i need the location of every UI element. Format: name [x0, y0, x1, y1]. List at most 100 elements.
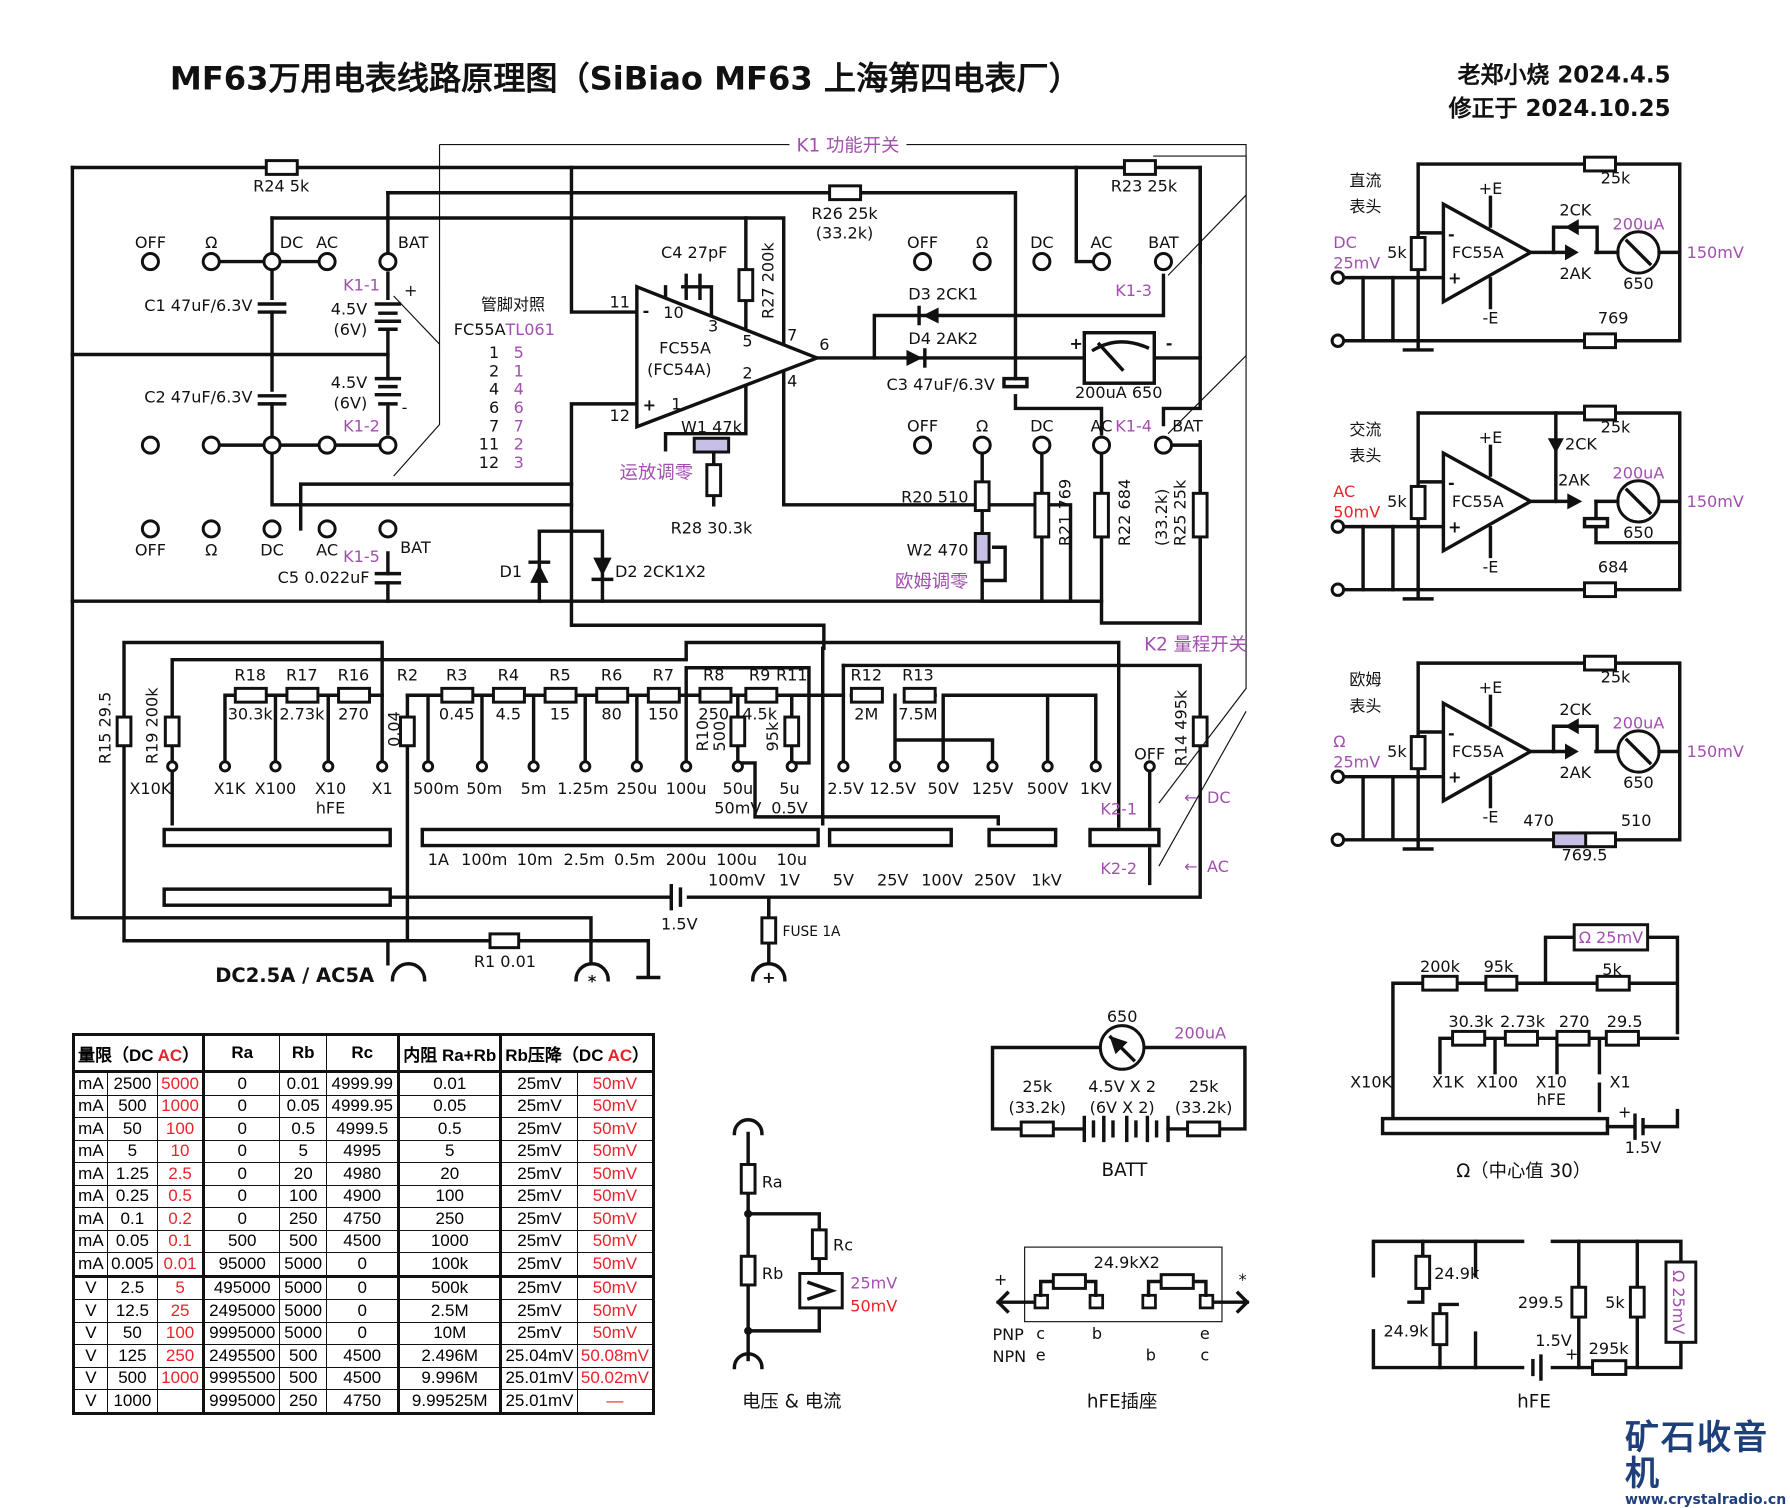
svg-text:+: +	[404, 281, 417, 300]
svg-text:(33.2k): (33.2k)	[816, 224, 874, 243]
table-cell: V	[73, 1299, 108, 1323]
box-label: Ω 25mV	[1579, 928, 1643, 947]
table-cell: 25.01mV	[499, 1366, 578, 1390]
table-cell: 5000	[156, 1071, 205, 1096]
r23-resistor	[1122, 159, 1157, 176]
ac-tap-label: 100u	[716, 850, 757, 869]
table-cell: 5	[397, 1139, 502, 1163]
range-taps[interactable]	[166, 760, 1156, 773]
resistor	[1583, 155, 1617, 173]
resistor-value: 7.5M	[898, 704, 937, 723]
svg-text:BATT: BATT	[1102, 1160, 1149, 1181]
svg-text:DC: DC	[1207, 788, 1231, 807]
input-terminal	[1330, 582, 1346, 597]
resistor-value: 30.3k	[228, 704, 274, 723]
output-label: 150mV	[1687, 742, 1744, 761]
svg-text:R2: R2	[397, 665, 418, 684]
col-drop: Rb压降（DC AC）	[499, 1034, 655, 1073]
resistor	[1431, 1312, 1449, 1347]
svg-text:4.5V: 4.5V	[331, 299, 368, 318]
table-cell: 25mV	[499, 1117, 578, 1141]
svg-text:R15 29.5: R15 29.5	[95, 692, 114, 764]
dc-tap-label: 50mV	[714, 798, 761, 817]
table-cell: 5000	[279, 1274, 328, 1300]
res-label: 684	[1598, 557, 1629, 576]
table-cell: mA	[73, 1117, 108, 1141]
plus-sign: +	[1448, 767, 1461, 786]
resistor	[1570, 1285, 1588, 1319]
svg-text:AC: AC	[1091, 416, 1113, 435]
resistor	[1604, 1029, 1640, 1047]
ac-tap-label: 0.5m	[614, 850, 655, 869]
logo: 矿石收音机 www.crystalradio.cn	[1625, 1418, 1787, 1508]
diode-label: 2CK	[1559, 700, 1591, 719]
table-cell: 25mV	[499, 1071, 578, 1096]
table-cell: 2.5	[106, 1274, 158, 1300]
pinmap-tl061: 2	[514, 435, 524, 454]
table-cell: 4980	[326, 1162, 400, 1186]
resistor-name: R17	[286, 665, 318, 684]
volt-tap-label: 12.5V	[869, 779, 916, 798]
table-cell: 20	[397, 1162, 502, 1186]
svg-text:0.04: 0.04	[384, 711, 403, 747]
resistor-value: 2.73k	[279, 704, 325, 723]
table-cell: mA	[73, 1252, 108, 1277]
svg-text:DC2.5A / AC5A: DC2.5A / AC5A	[215, 964, 374, 987]
table-cell: 5	[156, 1274, 205, 1300]
resistor-name: R13	[902, 665, 934, 684]
svg-text:Ω: Ω	[976, 416, 988, 435]
table-cell: 50mV	[576, 1299, 655, 1323]
table-cell: 0.1	[106, 1207, 158, 1231]
table-cell: 50mV	[576, 1162, 655, 1186]
svg-text:200uA: 200uA	[1174, 1023, 1226, 1042]
svg-text:(6V): (6V)	[334, 393, 368, 412]
table-cell: 500	[106, 1366, 158, 1390]
svg-text:e: e	[1036, 1346, 1046, 1365]
svg-text:-: -	[1166, 334, 1173, 353]
dc-tap-label: 250u	[616, 779, 657, 798]
input-jacks[interactable]: * +	[390, 962, 787, 991]
ac-tap-label: 250V	[974, 871, 1016, 890]
svg-text:C3 47uF/6.3V: C3 47uF/6.3V	[887, 375, 995, 394]
resistor-name: R16	[338, 665, 370, 684]
resistor	[1409, 235, 1427, 272]
svg-text:NPN: NPN	[993, 1347, 1027, 1366]
table-cell: 2.5	[156, 1162, 205, 1186]
svg-text:FC55A: FC55A	[454, 320, 506, 339]
table-cell: 95000	[202, 1252, 281, 1277]
svg-text:FUSE 1A: FUSE 1A	[783, 924, 842, 940]
range-switch-bars[interactable]	[162, 827, 1161, 907]
wire	[1624, 238, 1653, 267]
table-cell: 4500	[326, 1344, 400, 1368]
potentiometer	[1552, 831, 1588, 849]
table-cell: 4999.99	[326, 1071, 400, 1096]
svg-text:BAT: BAT	[1148, 233, 1179, 252]
svg-text:R25 25k: R25 25k	[1170, 479, 1189, 546]
table-cell: 100	[279, 1184, 328, 1208]
svg-text:DC: DC	[260, 540, 284, 559]
svg-text:12: 12	[610, 406, 630, 425]
table-cell: 100	[156, 1321, 205, 1345]
supply-minus: -E	[1482, 808, 1498, 827]
wire	[1371, 1239, 1683, 1370]
svg-text:5: 5	[742, 331, 752, 350]
sub-title: 交流	[1349, 420, 1381, 439]
wire	[1402, 661, 1446, 851]
input-terminal	[1330, 270, 1346, 285]
table-cell: 25.01mV	[499, 1389, 578, 1414]
pinmap-fc55a: 11	[479, 435, 499, 454]
table-cell: 50	[106, 1321, 158, 1345]
table-cell: 0	[202, 1207, 281, 1231]
pinmap-fc55a: 1	[489, 343, 499, 362]
label: 24.9k	[1383, 1322, 1429, 1341]
svg-text:管脚对照: 管脚对照	[481, 295, 545, 314]
pinmap-tl061: 3	[514, 453, 524, 472]
table-cell: 2.5M	[397, 1299, 502, 1323]
svg-text:c: c	[1036, 1324, 1045, 1343]
jack-common	[574, 962, 610, 982]
k1-terminals[interactable]	[140, 252, 1173, 539]
svg-text:C1 47uF/6.3V: C1 47uF/6.3V	[144, 296, 252, 315]
